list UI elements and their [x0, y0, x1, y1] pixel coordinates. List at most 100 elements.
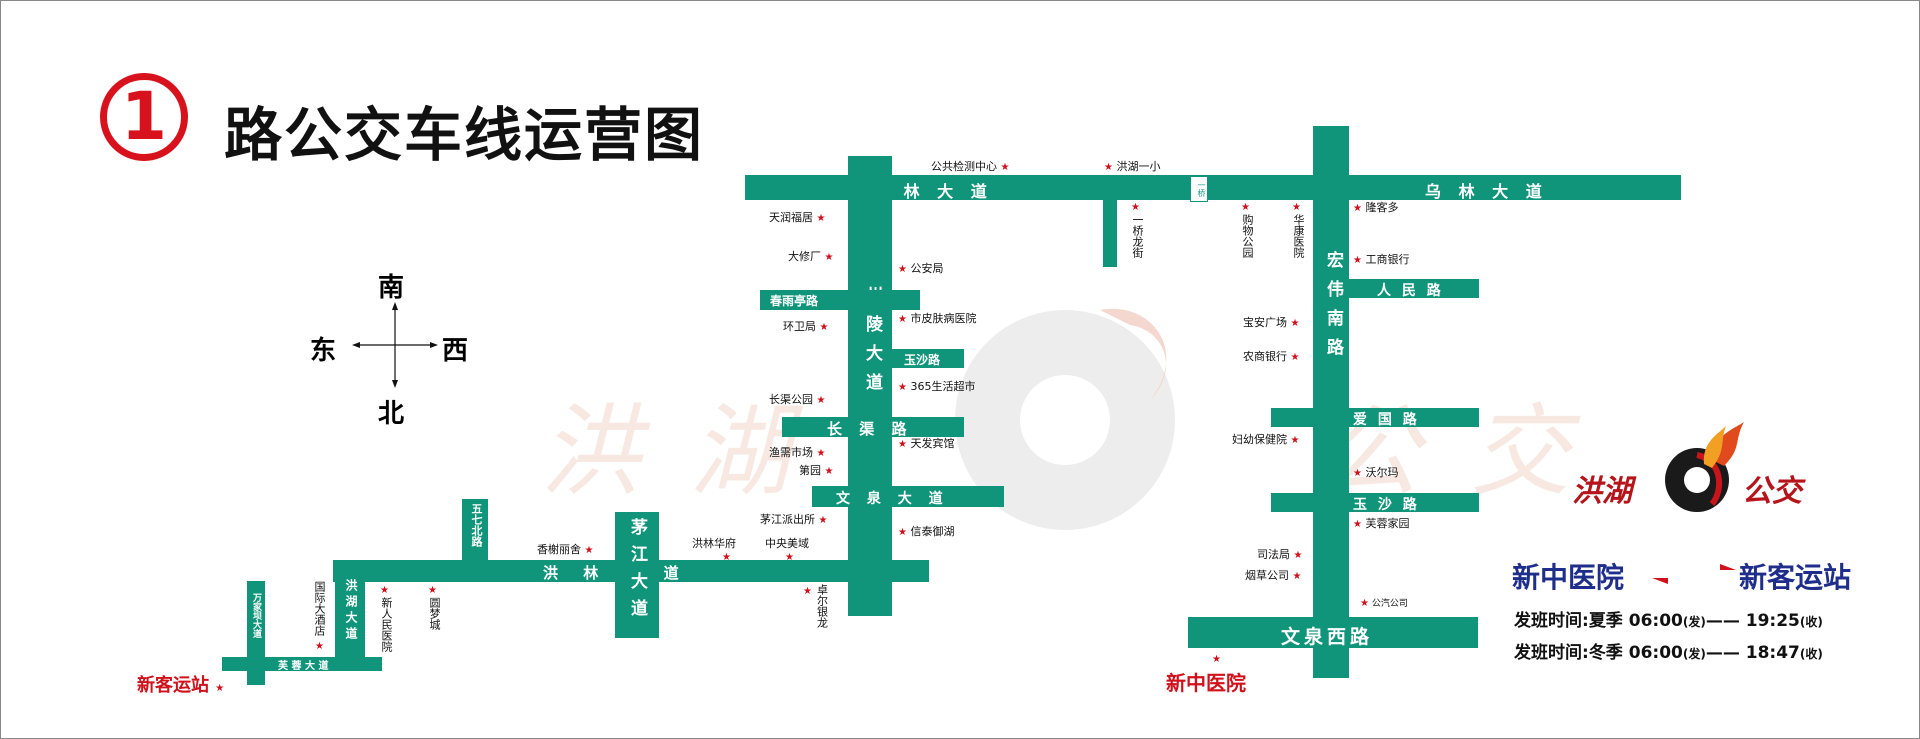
star-icon: ★: [1353, 519, 1362, 530]
road-yusha-right: 玉 沙 路: [1271, 493, 1479, 513]
schedule-row-summer: 发班时间:夏季 06:00(发)—— 19:25(收): [1514, 611, 1823, 631]
road-label: 人 民 路: [1377, 283, 1444, 299]
poi-gouwu-park: ★购物公园: [1241, 202, 1254, 258]
road-furong-avenue: 芙 蓉 大 道: [222, 657, 382, 672]
star-icon: ★: [898, 439, 907, 450]
star-icon: ★: [816, 213, 826, 224]
compass-east: 东: [310, 336, 337, 366]
star-icon: ★: [1000, 162, 1010, 173]
page-title: 路公交车线运营图: [224, 101, 705, 169]
road-label: 洪湖大道: [344, 579, 358, 643]
poi-zhuoer-yinlong: ★ 卓尔银龙: [803, 584, 829, 628]
star-icon: ★: [818, 515, 828, 526]
poi-changqu-park: 长渠公园 ★: [769, 393, 826, 406]
terminal-star-icon: ★: [1212, 654, 1221, 665]
star-icon: ★: [816, 448, 826, 459]
schedule-row-winter: 发班时间:冬季 06:00(发)—— 18:47(收): [1514, 643, 1823, 663]
star-icon: ★: [824, 466, 834, 477]
road-renmin: 人 民 路: [1349, 279, 1479, 299]
route-from: 新中医院: [1512, 561, 1625, 594]
star-icon: ★: [584, 545, 594, 556]
poi-zhongyang-meiyu: 中央美域★: [765, 537, 809, 563]
poi-shipifu: ★ 市皮肤病医院: [898, 312, 977, 325]
star-icon: ★: [1353, 468, 1362, 479]
yiqiao-bridge-marker: 一桥: [1190, 176, 1208, 202]
road-wuqibei: 五七北路: [462, 499, 488, 561]
star-icon: ★: [898, 382, 907, 393]
poi-icbc: ★ 工商银行: [1353, 253, 1410, 266]
star-icon: ★: [1292, 571, 1302, 582]
star-icon: ★: [785, 552, 794, 563]
road-hongwei-south: 宏伟南路: [1313, 126, 1349, 678]
logo-text-left: 洪湖: [1572, 474, 1632, 509]
star-icon: ★: [1292, 202, 1301, 213]
star-icon: ★: [1353, 203, 1362, 214]
poi-honghu-yixiao: ★ 洪湖一小: [1104, 160, 1161, 173]
road-wulin-avenue: 乌 林 大 道 乌 林 大 道: [745, 175, 1681, 201]
star-icon: ★: [1290, 318, 1300, 329]
road-label: 玉沙路: [904, 353, 941, 367]
poi-fuyou-hospital: 妇幼保健院 ★: [1232, 433, 1300, 446]
road-aiguo: 爱 国 路: [1271, 408, 1479, 428]
road-label: 芙 蓉 大 道: [278, 661, 329, 672]
road-label: 长 渠 路: [827, 420, 913, 438]
star-icon: ★: [1360, 598, 1369, 609]
poi-tianrun: 天润福居 ★: [769, 211, 826, 224]
road-label: 茅江大道: [627, 518, 647, 626]
poi-huanweiju: 环卫局 ★: [783, 320, 829, 333]
poi-daxiuchang: 大修厂 ★: [788, 250, 834, 263]
road-label: 爱 国 路: [1353, 412, 1420, 428]
poi-sifa-bureau: 司法局 ★: [1257, 548, 1303, 561]
star-icon: ★: [380, 585, 389, 596]
poi-longkeduo: ★ 隆客多: [1353, 201, 1399, 214]
star-icon: ★: [1241, 202, 1250, 213]
road-label: 五七北路: [470, 503, 483, 547]
poi-bus-company: ★ 公汽公司: [1360, 598, 1408, 609]
star-icon: ★: [1293, 550, 1303, 561]
poi-walmart: ★ 沃尔玛: [1353, 466, 1399, 479]
road-maojiang-avenue: 茅江大道: [615, 512, 659, 638]
road-label: 玉 沙 路: [1353, 497, 1420, 513]
poi-yuanmeng-city: ★圆梦城: [428, 585, 441, 630]
poi-xintai-yuhu: ★ 信泰御湖: [898, 525, 955, 538]
watermark-logo: [955, 308, 1175, 530]
logo-emblem-icon: [1665, 422, 1744, 512]
route-double-arrow-icon: [1650, 564, 1738, 584]
star-icon: ★: [898, 527, 907, 538]
road-wenquan-avenue: 文 泉 大 道: [812, 486, 1004, 507]
poi-baoan-plaza: 宝安广场 ★: [1243, 316, 1300, 329]
star-icon: ★: [819, 322, 829, 333]
star-icon: ★: [215, 683, 225, 694]
road-label: 文 泉 大 道: [836, 491, 949, 507]
compass-cross-icon: [352, 302, 438, 388]
road-honghu-avenue: 洪湖大道: [335, 561, 365, 671]
road-changqu: 长 渠 路: [782, 417, 964, 438]
poi-365-supermarket: ★ 365生活超市: [898, 380, 976, 393]
compass-west: 西: [442, 336, 469, 366]
poi-tianfa-hotel: ★ 天发宾馆: [898, 437, 955, 450]
route-number-badge: 1: [100, 73, 188, 161]
compass-south: 南: [378, 273, 405, 303]
star-icon: ★: [722, 552, 731, 563]
star-icon: ★: [1290, 352, 1300, 363]
road-label: 春雨亭路: [770, 294, 819, 308]
road-label: 乌 林 大 道: [1425, 182, 1548, 201]
road-label: 州陵大道: [862, 286, 882, 402]
poi-honglin-huafu: 洪林华府★: [692, 537, 736, 563]
road-zhouling-avenue: 州陵大道: [848, 156, 892, 616]
poi-gonganju: ★ 公安局: [898, 262, 944, 275]
route-to: 新客运站: [1739, 561, 1852, 594]
road-label: 乌 林 大 道: [870, 182, 993, 201]
poi-furong-home: ★ 芙蓉家园: [1353, 517, 1410, 530]
star-icon: ★: [1353, 255, 1362, 266]
poi-nongshang-bank: 农商银行 ★: [1243, 350, 1300, 363]
terminal-new-bus-station: 新客运站 ★: [137, 675, 225, 696]
poi-yiqiao-longjie: ★一桥龙街: [1131, 202, 1144, 258]
star-icon: ★: [1131, 202, 1140, 213]
poi-xiangxie-lishe: 香榭丽舍 ★: [537, 543, 594, 556]
road-chunyuting: 春雨亭路: [760, 290, 920, 310]
road-label: 万家坝大道: [251, 593, 261, 638]
star-icon: ★: [803, 586, 812, 597]
compass-north: 北: [378, 399, 405, 429]
star-icon: ★: [1290, 435, 1300, 446]
